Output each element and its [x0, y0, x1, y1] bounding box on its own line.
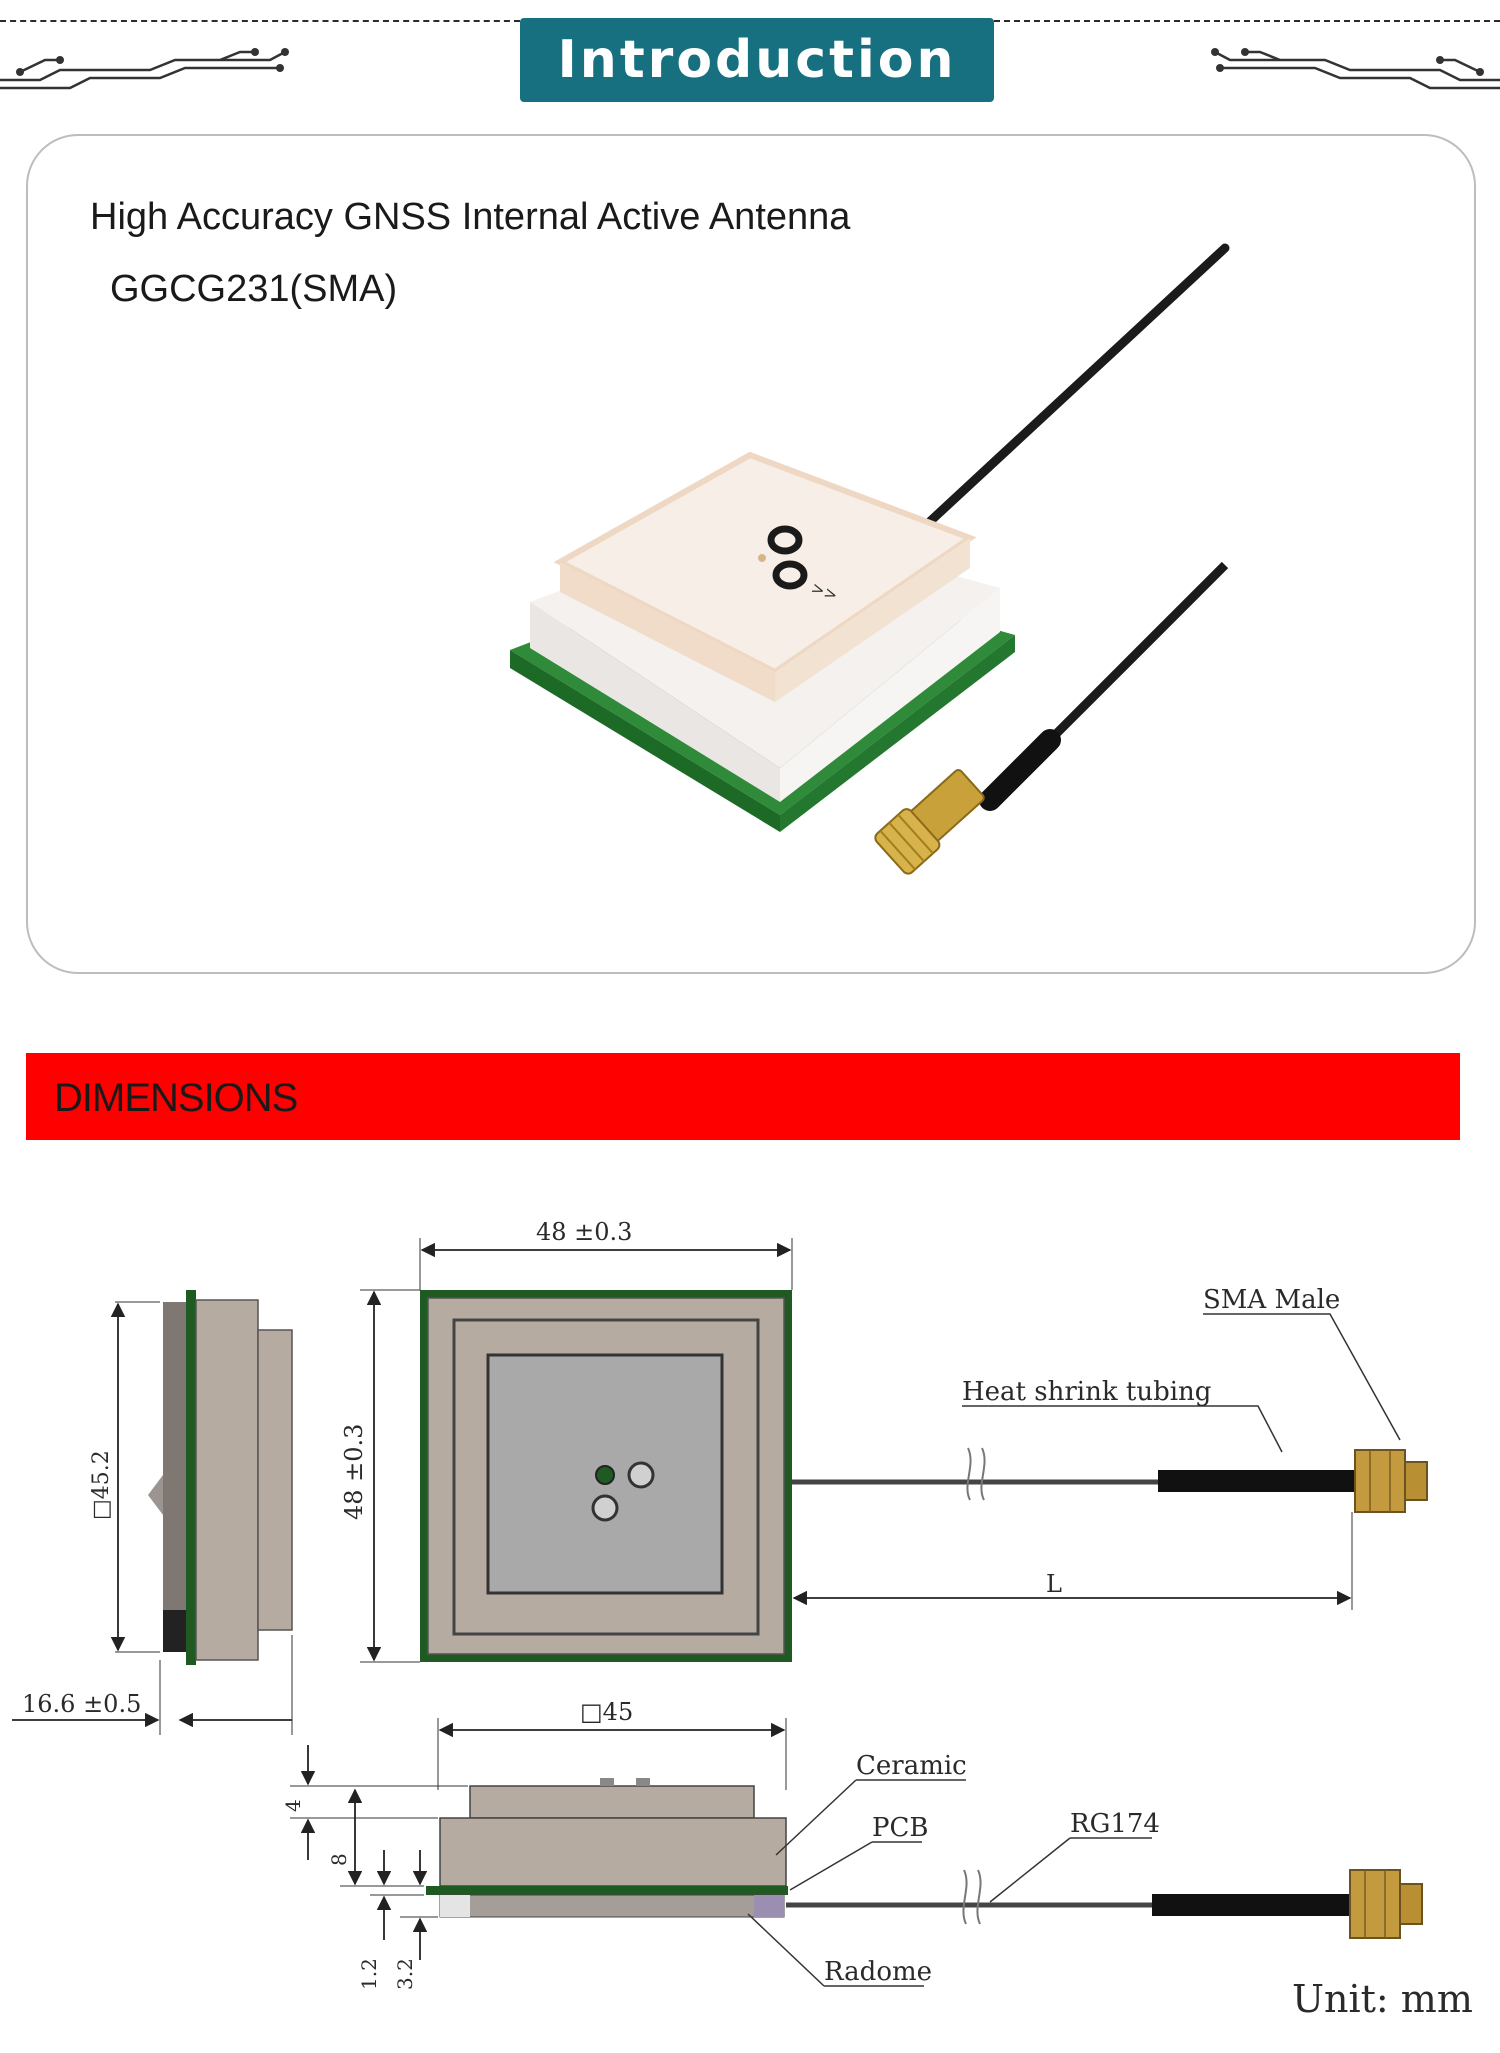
side-view: □45.2 16.6 ±0.5: [12, 1290, 293, 1735]
side-thickness-label: 16.6 ±0.5: [22, 1690, 141, 1718]
dimensions-title: DIMENSIONS: [54, 1076, 298, 1120]
unit-label: Unit: mm: [1292, 1977, 1473, 2021]
rg174-label: RG174: [1070, 1809, 1160, 1839]
top-view: 48 ±0.3 48 ±0.3: [340, 1218, 793, 1663]
top-height-label: 48 ±0.3: [340, 1424, 368, 1520]
circuit-decoration-left: [0, 48, 289, 90]
intro-tab: Introduction: [520, 18, 994, 102]
dim-3-2-label: 3.2: [393, 1958, 417, 1990]
side-square-label: □45.2: [89, 1450, 114, 1520]
dim-4-label: 4: [281, 1799, 305, 1812]
cable-length-label: L: [1046, 1570, 1062, 1598]
header-dash-right: [994, 20, 1500, 22]
circuit-decoration-right: [1211, 48, 1500, 90]
dimensions-banner: [26, 1053, 1460, 1140]
header-dash-left: [0, 20, 520, 22]
antenna-product-image: >>: [510, 243, 1230, 875]
pcb-label: PCB: [872, 1813, 929, 1843]
intro-tab-label: Introduction: [557, 30, 957, 90]
dim-8-label: 8: [327, 1853, 351, 1866]
dimension-drawing: □45.2 16.6 ±0.5 48 ±0.3 48 ±0.3: [12, 1218, 1473, 2021]
product-title: High Accuracy GNSS Internal Active Anten…: [90, 196, 851, 238]
sma-male-label: SMA Male: [1203, 1285, 1340, 1315]
cable-top: L SMA Male Heat shrink tubing: [792, 1285, 1428, 1610]
section-view: □45 4 8 1.2 3.2 Ceram: [281, 1698, 1473, 2021]
product-model: GGCG231(SMA): [110, 268, 398, 310]
radome-label: Radome: [824, 1957, 932, 1987]
ceramic-label: Ceramic: [856, 1751, 967, 1781]
dim-1-2-label: 1.2: [357, 1958, 381, 1990]
heat-shrink-label: Heat shrink tubing: [962, 1377, 1211, 1407]
bottom-square-label: □45: [580, 1698, 633, 1726]
top-width-label: 48 ±0.3: [536, 1218, 632, 1246]
